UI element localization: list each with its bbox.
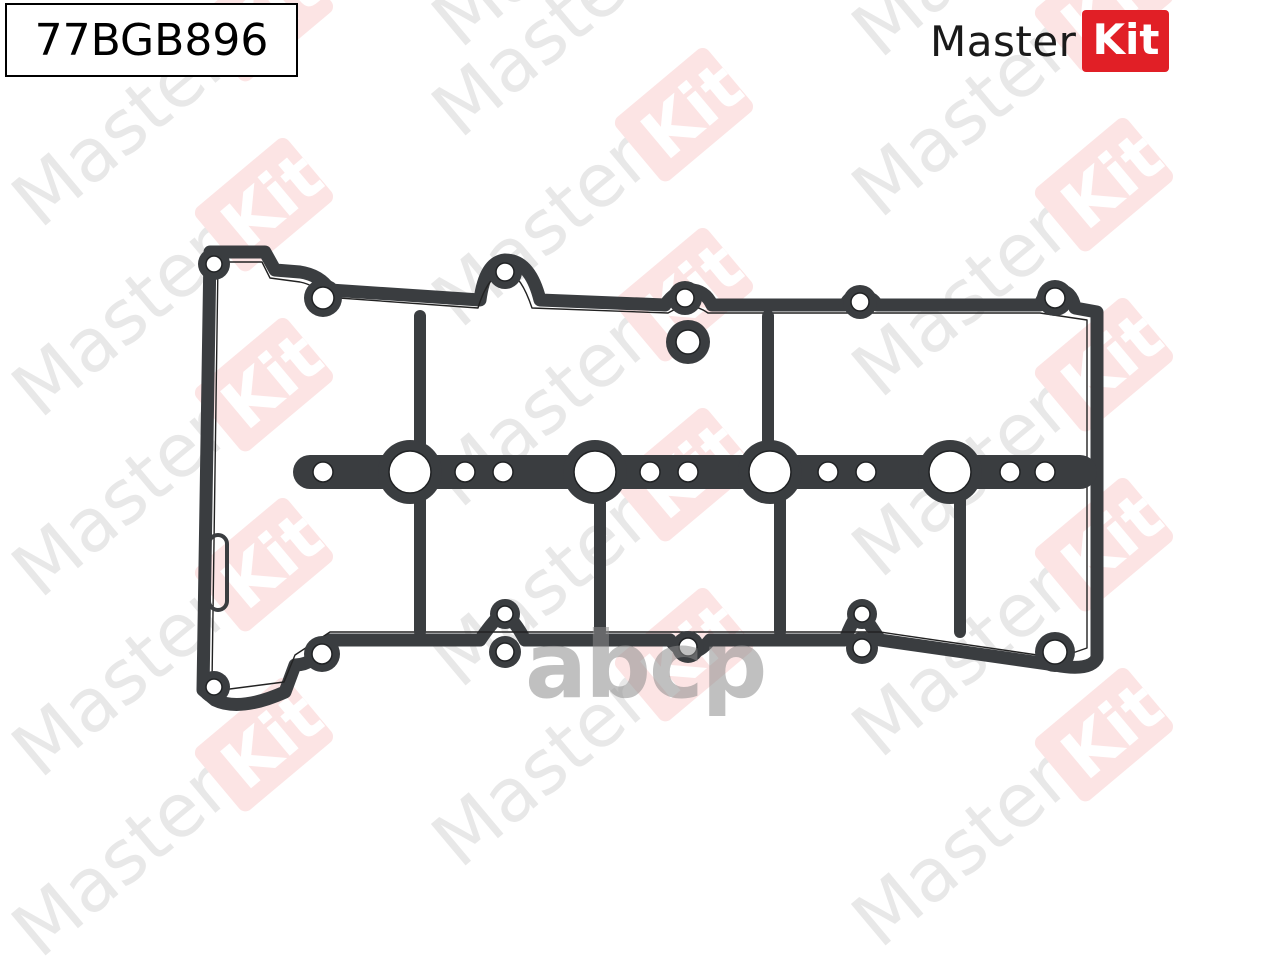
part-number-text: 77BGB896	[34, 14, 269, 66]
brand-name-master: Master	[930, 16, 1077, 66]
brand-logo: Master Kit	[930, 4, 1170, 78]
part-number-label: 77BGB896	[5, 3, 298, 77]
brand-name-kit-badge: Kit	[1082, 10, 1170, 72]
abcp-watermark: abcp	[525, 612, 767, 719]
